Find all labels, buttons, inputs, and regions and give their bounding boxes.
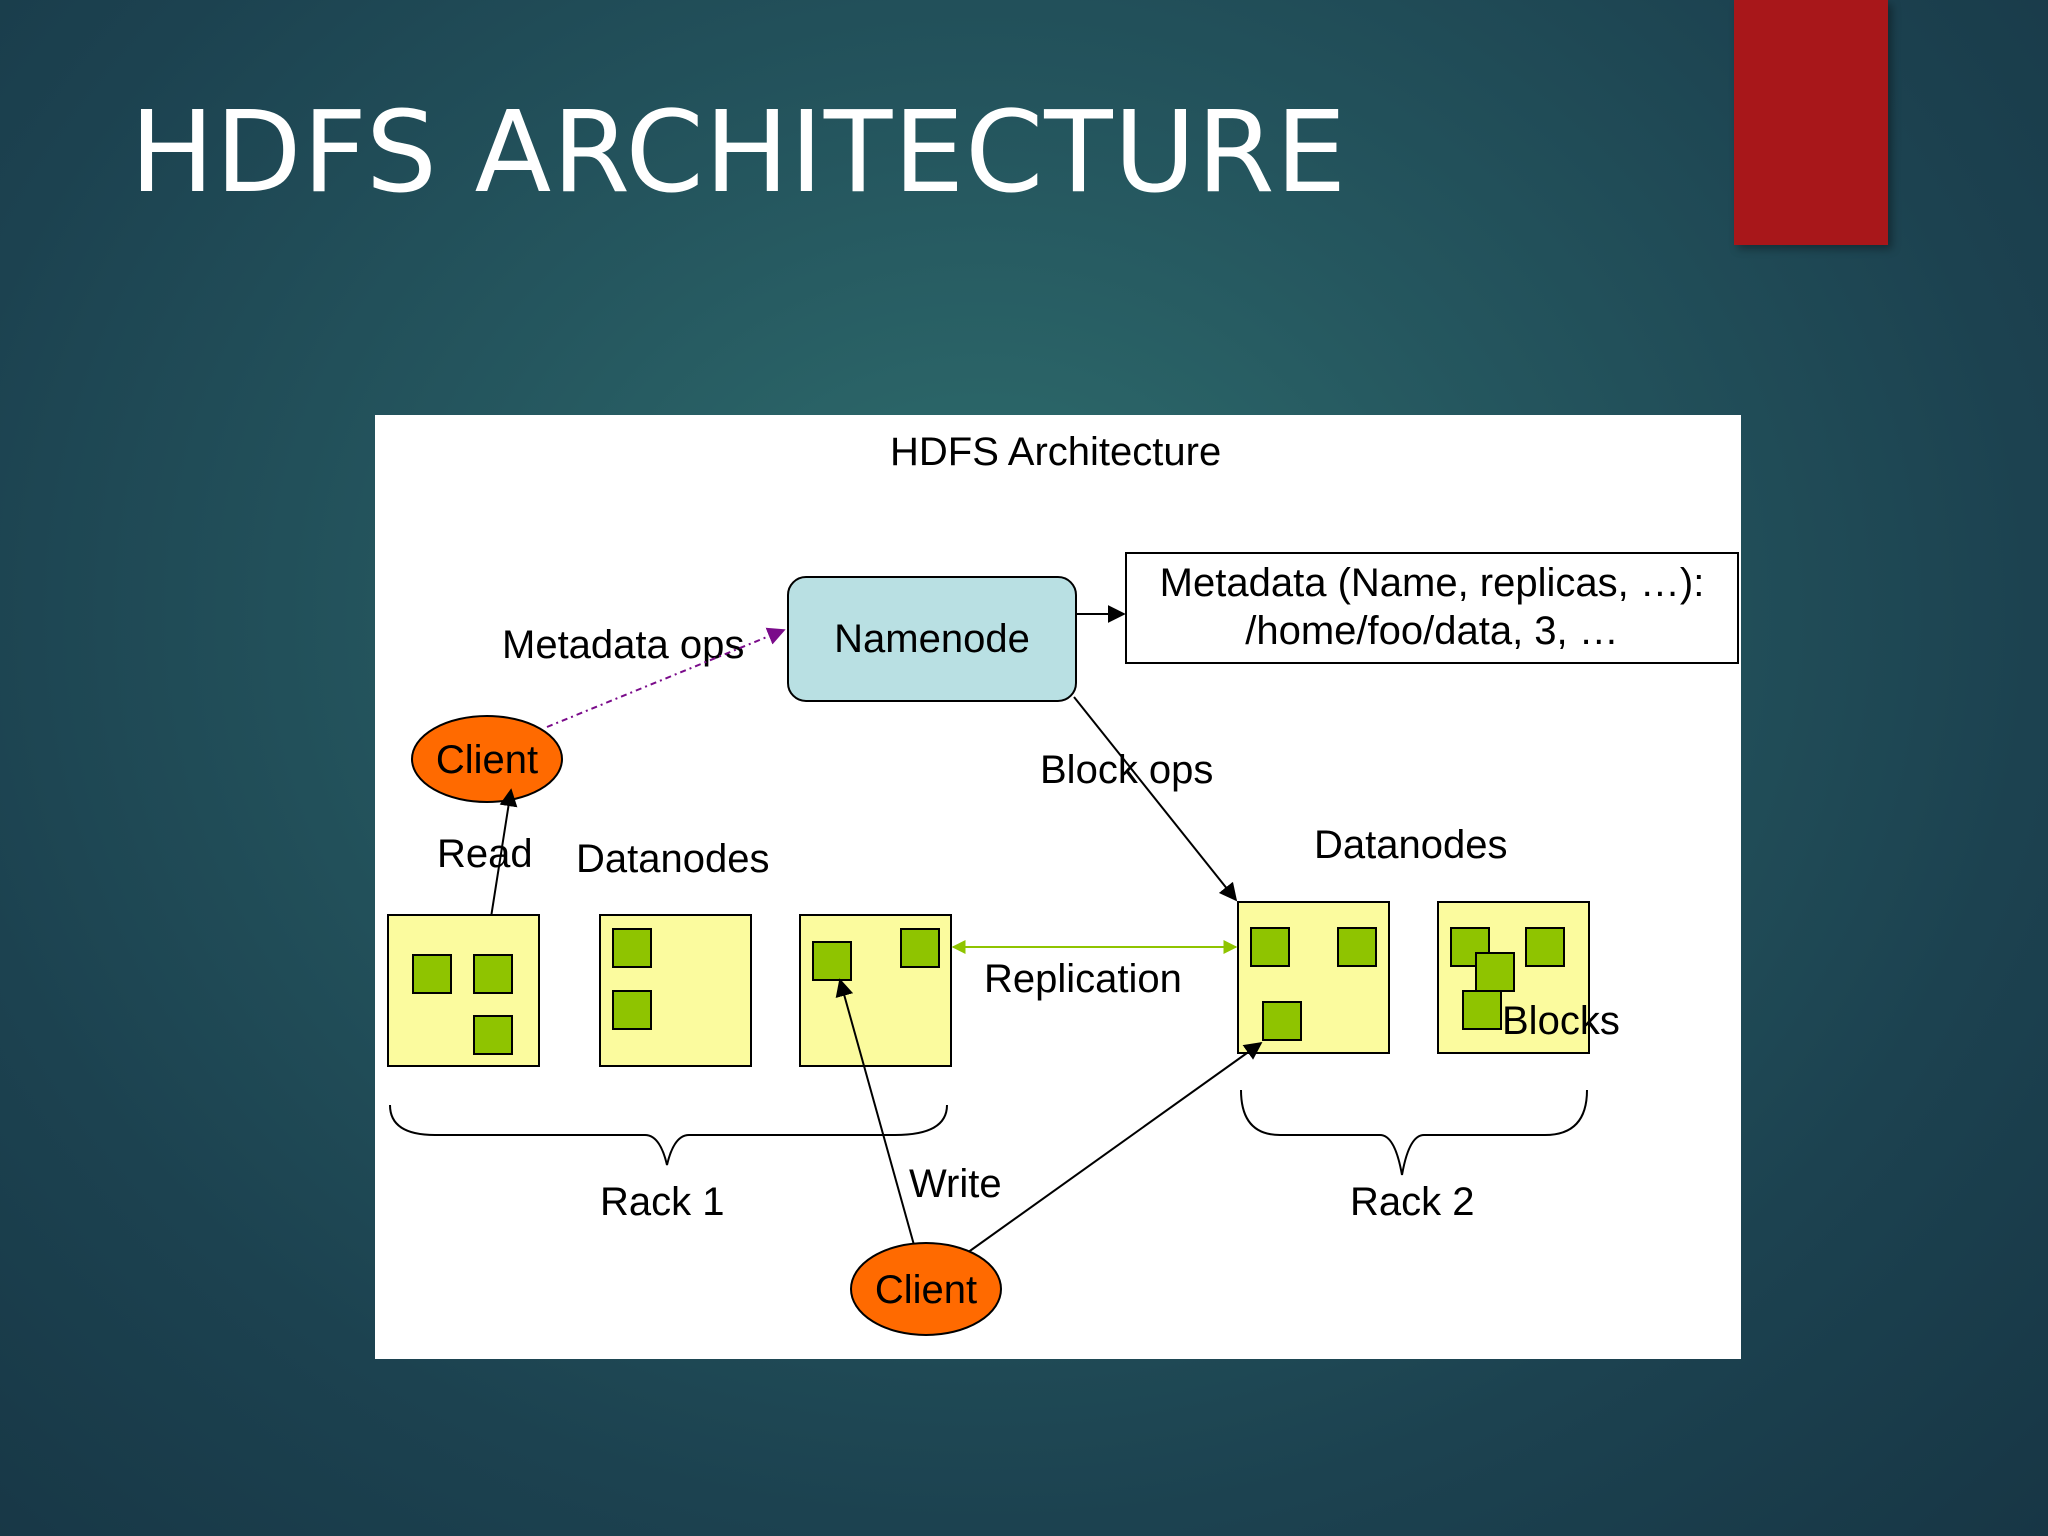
block bbox=[1250, 927, 1290, 967]
namenode-box bbox=[787, 576, 1077, 702]
hdfs-diagram: HDFS Architecture Namenode Metadata (Nam… bbox=[387, 430, 1739, 1336]
blocks-label: Blocks bbox=[1502, 999, 1620, 1043]
client-bottom-ellipse bbox=[850, 1242, 1002, 1336]
metadata-line-2: /home/foo/data, 3, … bbox=[1245, 609, 1619, 653]
rack1-brace bbox=[389, 1104, 948, 1166]
read-arrow bbox=[488, 788, 518, 931]
rack2-brace bbox=[1240, 1089, 1588, 1176]
block bbox=[612, 990, 652, 1030]
block bbox=[812, 941, 852, 981]
diagram-panel: HDFS Architecture Namenode Metadata (Nam… bbox=[375, 415, 1741, 1359]
metadata-ops-arrow bbox=[546, 627, 786, 728]
replication-label: Replication bbox=[984, 957, 1182, 1001]
rack1-datanode-1 bbox=[387, 914, 540, 1067]
client-top-label: Client bbox=[436, 738, 538, 782]
block bbox=[1262, 1001, 1302, 1041]
block-ops-label: Block ops bbox=[1040, 748, 1213, 792]
block bbox=[1337, 927, 1377, 967]
block bbox=[473, 954, 513, 994]
write-label: Write bbox=[909, 1162, 1002, 1206]
accent-bar bbox=[1734, 0, 1888, 245]
client-top-ellipse bbox=[411, 715, 563, 803]
datanodes-right-label: Datanodes bbox=[1314, 823, 1507, 867]
block bbox=[1525, 927, 1565, 967]
rack2-datanode-1 bbox=[1237, 901, 1390, 1054]
client-bottom-label: Client bbox=[875, 1268, 977, 1312]
block bbox=[473, 1015, 513, 1055]
write-arrow-rack2 bbox=[966, 1041, 1263, 1254]
block bbox=[612, 928, 652, 968]
read-label: Read bbox=[437, 832, 533, 876]
block-ops-arrow bbox=[1073, 696, 1238, 902]
write-arrow-rack1 bbox=[835, 978, 915, 1246]
block bbox=[1462, 990, 1502, 1030]
rack2-label: Rack 2 bbox=[1350, 1180, 1475, 1224]
namenode-label: Namenode bbox=[834, 617, 1030, 661]
block bbox=[1475, 952, 1515, 992]
diagram-title: HDFS Architecture bbox=[890, 430, 1221, 474]
slide-title: HDFS ARCHITECTURE bbox=[130, 88, 1348, 218]
block bbox=[412, 954, 452, 994]
datanodes-left-label: Datanodes bbox=[576, 837, 769, 881]
metadata-box bbox=[1125, 552, 1739, 664]
block bbox=[900, 928, 940, 968]
rack1-label: Rack 1 bbox=[600, 1180, 725, 1224]
metadata-ops-label: Metadata ops bbox=[502, 623, 744, 667]
block bbox=[1450, 927, 1490, 967]
metadata-line-1: Metadata (Name, replicas, …): bbox=[1160, 561, 1705, 605]
